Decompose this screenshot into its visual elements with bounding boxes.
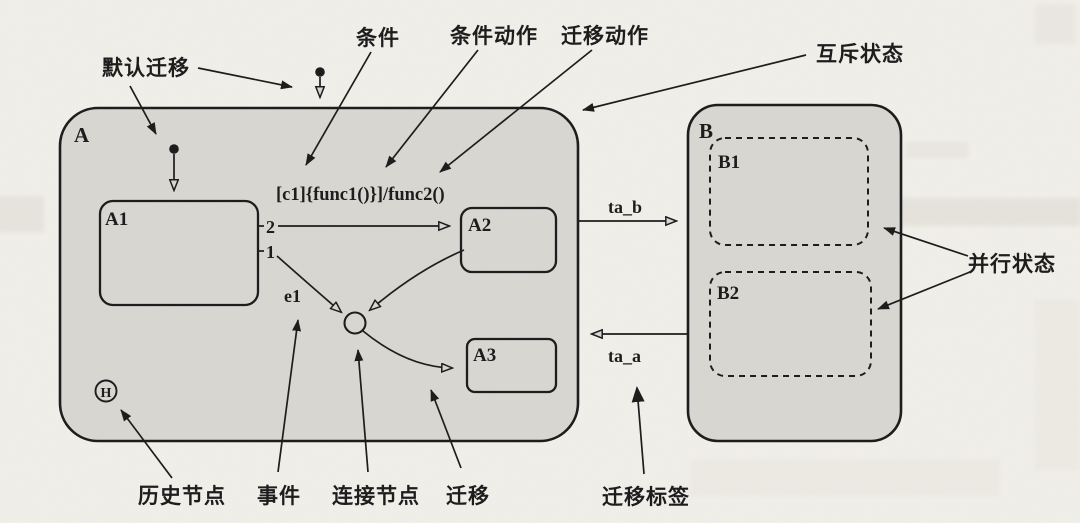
scanned-page: A A1 A2 A3 B B1 B2 2 [c1]{func1()}]/func… (0, 0, 1080, 523)
paper-grain (0, 0, 1080, 523)
stateflow-diagram: A A1 A2 A3 B B1 B2 2 [c1]{func1()}]/func… (0, 0, 1080, 523)
